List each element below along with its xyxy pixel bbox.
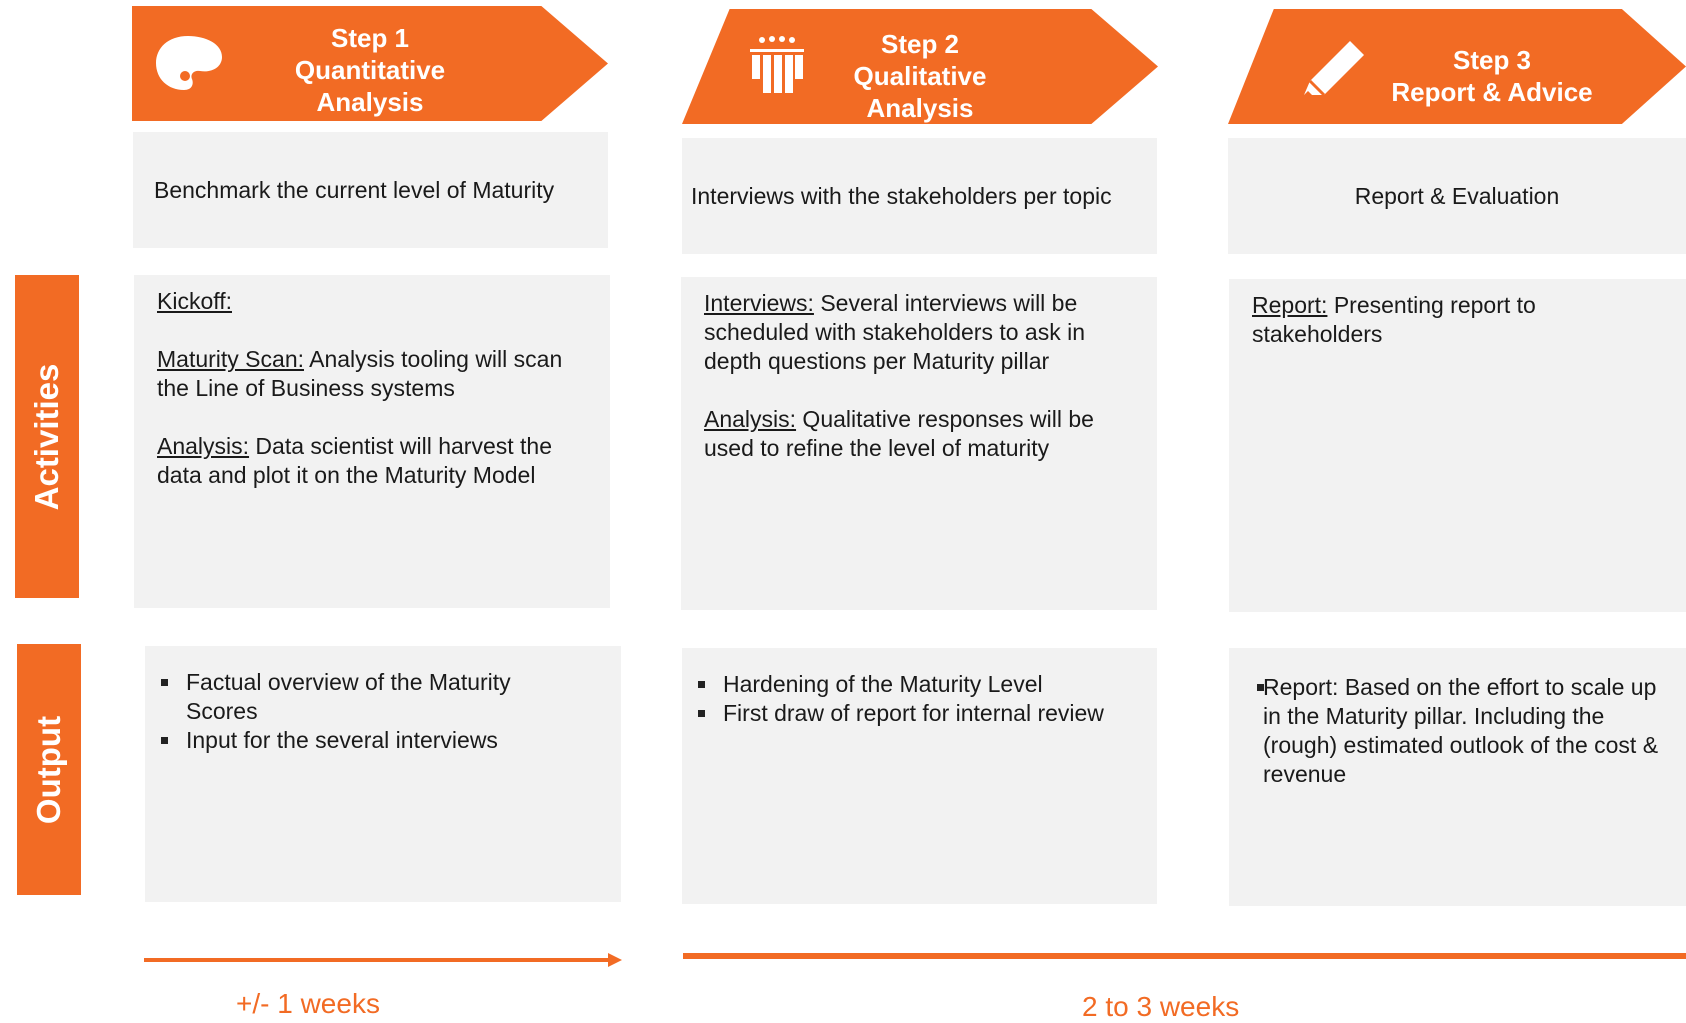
activity-term: Interviews: <box>704 290 814 316</box>
activity-item: Interviews: Several interviews will be s… <box>704 289 1121 376</box>
activity-term: Analysis: <box>157 433 250 459</box>
activities-label-text: Activities <box>28 363 65 510</box>
step-1-title-line2: Analysis <box>316 87 424 117</box>
step-3-number: Step 3 <box>1452 45 1532 75</box>
step-1-activities: Kickoff: Maturity Scan: Analysis tooling… <box>134 275 610 608</box>
output-label-text: Output <box>30 715 67 824</box>
step-2-summary-text: Interviews with the stakeholders per top… <box>691 182 1112 209</box>
activity-term: Analysis: <box>704 406 797 432</box>
people-icon <box>750 36 804 93</box>
output-item: Input for the several interviews <box>157 726 561 755</box>
palette-icon <box>156 36 222 90</box>
step-1-summary: Benchmark the current level of Maturity <box>133 132 608 248</box>
output-label: Output <box>17 644 81 895</box>
step-2-title-line2: Analysis <box>866 93 974 123</box>
activity-text: Presenting report to stakeholders <box>1252 292 1536 347</box>
output-item: Hardening of the Maturity Level <box>694 670 1137 699</box>
activity-text: Several interviews will be scheduled wit… <box>704 290 1085 374</box>
step-3-outputs: Report: Based on the effort to scale up … <box>1229 648 1686 906</box>
step-2-summary: Interviews with the stakeholders per top… <box>682 138 1157 254</box>
step-2-activities: Interviews: Several interviews will be s… <box>681 277 1157 610</box>
step-1-summary-text: Benchmark the current level of Maturity <box>154 176 555 203</box>
step-3-summary: Report & Evaluation <box>1228 138 1686 254</box>
activity-text: Analysis tooling will scan the Line of B… <box>157 346 563 401</box>
output-item: First draw of report for internal review <box>694 699 1137 728</box>
duration-label-2: 2 to 3 weeks <box>1082 991 1240 1022</box>
output-item: Factual overview of the Maturity Scores <box>157 668 561 726</box>
step-2-outputs: Hardening of the Maturity Level First dr… <box>682 648 1157 904</box>
activities-label: Activities <box>15 275 79 598</box>
activity-item: Report: Presenting report to stakeholder… <box>1252 291 1536 349</box>
step-1-chevron: Step 1 Quantitative Analysis <box>132 6 608 121</box>
pencil-icon <box>1304 41 1364 97</box>
activity-term: Kickoff: <box>157 288 232 314</box>
duration-label-1: +/- 1 weeks <box>236 988 380 1019</box>
duration-arrow-2 <box>683 953 1686 959</box>
activity-term: Report: <box>1252 292 1328 318</box>
step-2-number: Step 2 <box>880 29 960 59</box>
activity-text: Qualitative responses will be used to re… <box>704 406 1094 461</box>
output-item: Report: Based on the effort to scale up … <box>1253 673 1674 789</box>
step-1-title-line1: Quantitative <box>294 55 446 85</box>
activity-item: Maturity Scan: Analysis tooling will sca… <box>157 345 586 403</box>
step-3-activities: Report: Presenting report to stakeholder… <box>1229 279 1686 612</box>
activity-text: Data scientist will harvest the data and… <box>157 433 552 488</box>
activity-item: Kickoff: <box>157 287 586 316</box>
step-1-number: Step 1 <box>330 23 410 53</box>
step-3-title-line1: Report & Advice <box>1391 77 1593 107</box>
step-2-title-line1: Qualitative <box>853 61 987 91</box>
activity-item: Analysis: Qualitative responses will be … <box>704 405 1121 463</box>
activity-term: Maturity Scan: <box>157 346 304 372</box>
step-1-outputs: Factual overview of the Maturity Scores … <box>145 646 621 902</box>
step-3-summary-text: Report & Evaluation <box>1354 182 1560 209</box>
activity-item: Analysis: Data scientist will harvest th… <box>157 432 586 490</box>
duration-arrow-1 <box>144 953 622 967</box>
step-2-chevron: Step 2 Qualitative Analysis <box>682 9 1158 124</box>
step-3-chevron: Step 3 Report & Advice <box>1228 9 1686 124</box>
